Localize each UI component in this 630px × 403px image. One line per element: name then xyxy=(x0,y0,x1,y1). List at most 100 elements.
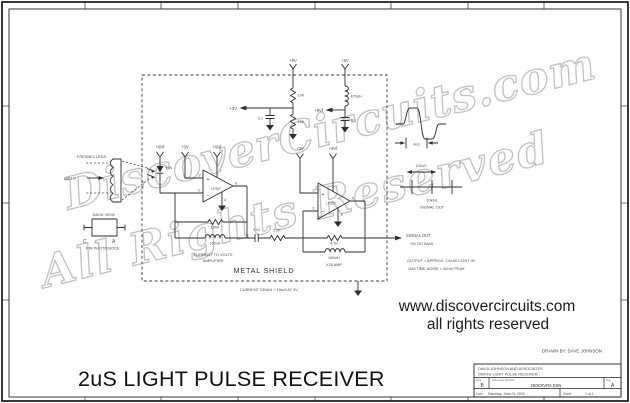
rail-a-9v-label: +9V xyxy=(289,58,297,63)
inductor-100uh xyxy=(204,234,226,239)
size-value: B xyxy=(481,383,485,389)
amp2-v3-arrow-icon xyxy=(296,153,304,159)
amp1-output-wire xyxy=(233,185,248,238)
amp1-opamp-triangle xyxy=(202,169,234,203)
current-drain-note: CURRENT DRAIN = 15mA AT 9V xyxy=(240,287,298,292)
amp1-pin7: 7 xyxy=(220,169,222,173)
resistor-15k xyxy=(289,111,297,131)
cap-01-b-label: 0.1 xyxy=(351,119,356,123)
drawn-by-label: DRAWN BY: DAVE JOHNSON xyxy=(542,349,602,354)
resistor-15k-label: 15K xyxy=(298,120,305,124)
rev-value: A xyxy=(611,383,615,389)
amp2-io-wires xyxy=(302,200,366,252)
site-credit-line2: all rights reserved xyxy=(427,316,549,333)
amp1-part-label: LF357 xyxy=(211,187,221,191)
photodiode-pin-label: PIN xyxy=(166,166,172,170)
back-view-label: BACK VIEW xyxy=(93,212,115,217)
sheet-value: 1 of 1 xyxy=(585,392,594,396)
amp1-minus-sign: − xyxy=(207,193,210,199)
rev-label: Rev xyxy=(606,378,611,382)
v3-tap-arrow-icon xyxy=(239,105,247,111)
dc-bias-label: +3V DC BIAS xyxy=(409,241,434,246)
project-name: 250KHz LIGHT PULSE RECEIVER xyxy=(478,372,538,376)
amp1-pin6: 6 xyxy=(235,182,237,186)
amp2-pin4: 4 xyxy=(341,213,343,217)
signal-out-label: SIGNAL OUT xyxy=(406,233,431,238)
light-label: LIGHT xyxy=(64,176,77,181)
cap-01-a xyxy=(265,108,275,125)
coupling-wires xyxy=(247,234,303,242)
amp2-gain-label: X25 AMP xyxy=(326,263,342,267)
cap-01-b xyxy=(340,117,350,127)
amp2-opamp-triangle xyxy=(317,182,351,220)
amp1-pin4: 4 xyxy=(224,198,226,202)
metal-shield-label: METAL SHIELD xyxy=(234,266,295,275)
fresnel-lens-label: FRESNEL LENS xyxy=(77,154,106,159)
amp2-ground-icon xyxy=(334,221,342,227)
inductor-100mh xyxy=(324,248,346,253)
company-name: DAVID JOHNSON AND ASSOCIATES xyxy=(478,367,543,371)
amp2-v3-label: +3V xyxy=(296,146,304,151)
title-block: DAVID JOHNSON AND ASSOCIATES 250KHz LIGH… xyxy=(473,363,622,398)
waveform-annotations: 4uS 100uS 10kHz SIGNAL OUT xyxy=(395,107,462,210)
amp1-vplus-arrow-icon xyxy=(213,151,221,158)
shield-box: METAL SHIELD CURRENT DRAIN = 15mA AT 9V xyxy=(141,74,388,296)
amp2-part-label: LF357 xyxy=(326,202,336,206)
photon-arrow-heads-icon xyxy=(150,169,156,179)
resistor-2k2-label: 2.2K xyxy=(273,229,281,233)
inductor-100uh-label: 100uH xyxy=(210,242,221,246)
v9f-tap-arrow-icon xyxy=(325,107,333,113)
date-value: Saturday, June 01, 2002 xyxy=(488,392,525,396)
amp2-minus-sign: − xyxy=(322,210,325,216)
sheet-label: Sheet xyxy=(563,392,571,396)
inductor-470uh-label: 470uH xyxy=(351,95,362,99)
site-credit-line1: www.discovercircuits.com xyxy=(398,298,576,315)
light-arrow-head-icon xyxy=(98,176,104,180)
output-section: SIGNAL OUT +3V DC BIAS OUTPUT = APPROX. … xyxy=(365,233,475,271)
coupling-section: 0.01 2.2K xyxy=(247,228,303,242)
amp1-v9f-arrow-icon xyxy=(156,151,164,158)
pulse-train xyxy=(400,180,462,194)
photodiode-package xyxy=(91,218,118,237)
signal-out-arrow-icon xyxy=(395,235,402,241)
amp1-caption-line1: CURRENT TO VOLTS xyxy=(194,252,233,257)
amp2-noninverting-input-wire xyxy=(299,158,318,194)
pulse-waveform xyxy=(396,107,446,140)
amp2-pin7: 7 xyxy=(336,185,338,189)
cap-001-label: 0.01 xyxy=(253,228,260,232)
resistor-10k xyxy=(289,85,297,105)
frequency-label: 10kHz xyxy=(426,198,437,203)
amp1-vplus-label: +9Vf xyxy=(213,145,223,150)
shield-ground-icon xyxy=(354,290,362,296)
pulse-width-dimension xyxy=(395,137,438,149)
doc-number-value: 250KRVR2.DSN xyxy=(531,383,562,388)
power-section: +9V 10K 15K +3V 0.1 +9V 470uH +9Vf xyxy=(229,58,362,140)
inductor-100mh-label: 100mH xyxy=(328,256,340,260)
amp1-noninverting-input-wire xyxy=(184,157,203,179)
amp1-ground-icon xyxy=(218,205,226,211)
amp2-pin2: 2 xyxy=(312,207,314,211)
period-label: 100uS xyxy=(416,164,427,168)
amp1-v3-label: +3V xyxy=(181,145,189,150)
optics-section: FRESNEL LENS LIGHT BACK VIEW C A PIN PHO… xyxy=(64,154,150,251)
photodiode-leads xyxy=(83,224,126,231)
frame-inner-border xyxy=(8,8,622,398)
fresnel-lens-shape xyxy=(109,158,122,203)
amp1-pin3: 3 xyxy=(198,174,200,178)
anode-label: A xyxy=(112,239,116,245)
rail-b-power-arrow-icon xyxy=(341,63,349,70)
amp1-inverting-input-wire xyxy=(159,173,203,238)
noise-note: DAYTIME NOISE = 30mV PEAK xyxy=(409,266,466,271)
amp2-pin6: 6 xyxy=(352,197,354,201)
title-block-border xyxy=(473,363,622,398)
cap-01-a-label: 0.1 xyxy=(258,117,263,121)
resistor-4k7-label: 4.7K xyxy=(330,242,338,246)
rail-a-power-arrow-icon xyxy=(289,63,297,70)
amp2-section: +3V +9Vf + − LF357 3 2 7 6 4 4.7K 100mH … xyxy=(296,146,366,267)
doc-number-label: Document Number xyxy=(492,378,515,382)
amp2-vplus-arrow-icon xyxy=(329,153,337,159)
